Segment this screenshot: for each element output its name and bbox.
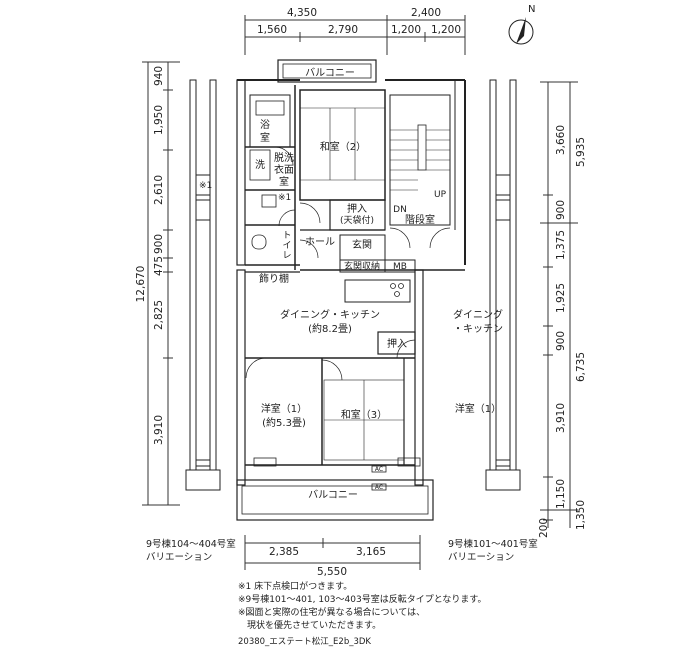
washroom-note: ※1	[278, 193, 291, 203]
footer-code: 20380_エステート松江_E2b_3DK	[238, 637, 371, 647]
changing-label-1: 脱洗	[274, 151, 294, 164]
ac-label-2: AC	[375, 484, 383, 491]
dim-left-6: 2,825	[153, 300, 165, 330]
right-caption-line-2: バリエーション	[448, 552, 515, 563]
dim-right-2: 900	[555, 200, 567, 220]
ac-label-1: AC	[375, 466, 383, 473]
note-line-3: ※図面と実際の住宅が異なる場合については、	[238, 608, 426, 618]
left-variant-note: ※1	[199, 181, 212, 191]
bath-label-1: 浴	[260, 119, 270, 131]
wash-label: 洗	[255, 159, 265, 171]
decor-shelf-label: 飾り棚	[259, 272, 289, 285]
stair-dn-label: DN	[393, 205, 407, 215]
dim-top-seg-2: 2,790	[328, 24, 358, 36]
dim-right-3: 1,375	[555, 230, 567, 260]
oshiire-top-label: 押入	[347, 202, 367, 215]
dim-right-5: 900	[555, 331, 567, 351]
dim-left-1: 940	[153, 66, 165, 86]
mb-label: MB	[393, 262, 407, 272]
dim-top-total-left: 4,350	[287, 7, 317, 19]
notes: ※1 床下点検口がつきます。 ※9号棟101～401, 103～403号室は反転…	[238, 581, 487, 633]
compass-label: N	[528, 4, 535, 15]
dim-right-total-1: 5,935	[575, 137, 587, 167]
japanese-room-3-label: 和室（3）	[341, 408, 387, 421]
dim-bottom-seg-1: 2,385	[269, 546, 299, 558]
western-room-1-label: 洋室（1）	[261, 402, 307, 415]
dim-left-3: 2,610	[153, 175, 165, 205]
dim-top-total-right: 2,400	[411, 7, 441, 19]
oshiire-top-sub-label: (天袋付)	[340, 214, 374, 226]
toilet-label-3: レ	[282, 251, 291, 261]
compass-icon: N	[508, 4, 535, 45]
note-line-1: ※1 床下点検口がつきます。	[238, 582, 353, 592]
dim-right-8: 200	[538, 518, 550, 538]
dim-left-2: 1,950	[153, 105, 165, 135]
right-western-label: 洋室（1）	[455, 402, 501, 415]
changing-label-2: 衣面	[274, 163, 294, 176]
dim-left-total: 12,670	[135, 266, 147, 303]
balcony-top-label: バルコニー	[305, 67, 355, 79]
left-caption-line-2: バリエーション	[146, 552, 213, 563]
dim-top-seg-3: 1,200	[391, 24, 421, 36]
dim-left-4: 900	[153, 234, 165, 254]
changing-label-3: 室	[279, 175, 289, 188]
dim-right-1: 3,660	[555, 125, 567, 155]
toilet-label-1: ト	[282, 231, 291, 241]
dk-size-label: (約8.2畳)	[308, 322, 352, 335]
left-caption-line-1: 9号棟104～404号室	[146, 539, 236, 550]
dim-top-seg-1: 1,560	[257, 24, 287, 36]
stair-label: 階段室	[405, 213, 435, 226]
dim-right-total-2: 6,735	[575, 352, 587, 382]
dim-bottom-total: 5,550	[317, 566, 347, 578]
dim-left-5: 475	[153, 256, 165, 276]
dim-left-7: 3,910	[153, 415, 165, 445]
genkan-storage-label: 玄関収納	[344, 260, 380, 272]
dim-bottom-seg-2: 3,165	[356, 546, 386, 558]
dim-top-seg-4: 1,200	[431, 24, 461, 36]
japanese-room-2-label: 和室（2）	[320, 140, 366, 153]
stair-up-label: UP	[434, 190, 447, 200]
dim-right-6: 3,910	[555, 403, 567, 433]
dk-label: ダイニング・キッチン	[280, 308, 380, 321]
balcony-bottom-label: バルコニー	[308, 489, 358, 501]
right-caption-line-1: 9号棟101～401号室	[448, 539, 538, 550]
left-variant-caption: 9号棟104～404号室 バリエーション	[146, 538, 236, 564]
oshiire-mid-label: 押入	[387, 337, 407, 350]
right-dk-label-1: ダイニング	[453, 308, 503, 321]
note-line-4: 現状を優先させていただきます。	[238, 621, 382, 631]
dim-right-7: 1,150	[555, 479, 567, 509]
right-variant-caption: 9号棟101～401号室 バリエーション	[448, 538, 538, 564]
toilet-label-2: イ	[282, 241, 291, 251]
genkan-label: 玄関	[352, 238, 372, 251]
right-dk-label-2: ・キッチン	[453, 323, 503, 335]
note-line-2: ※9号棟101～401, 103～403号室は反転タイプとなります。	[238, 595, 487, 605]
dim-right-4: 1,925	[555, 283, 567, 313]
dim-right-total-3: 1,350	[575, 500, 587, 530]
western-room-1-size: (約5.3畳)	[262, 416, 306, 429]
bath-label-2: 室	[260, 131, 270, 144]
hall-label: ホール	[305, 236, 335, 248]
